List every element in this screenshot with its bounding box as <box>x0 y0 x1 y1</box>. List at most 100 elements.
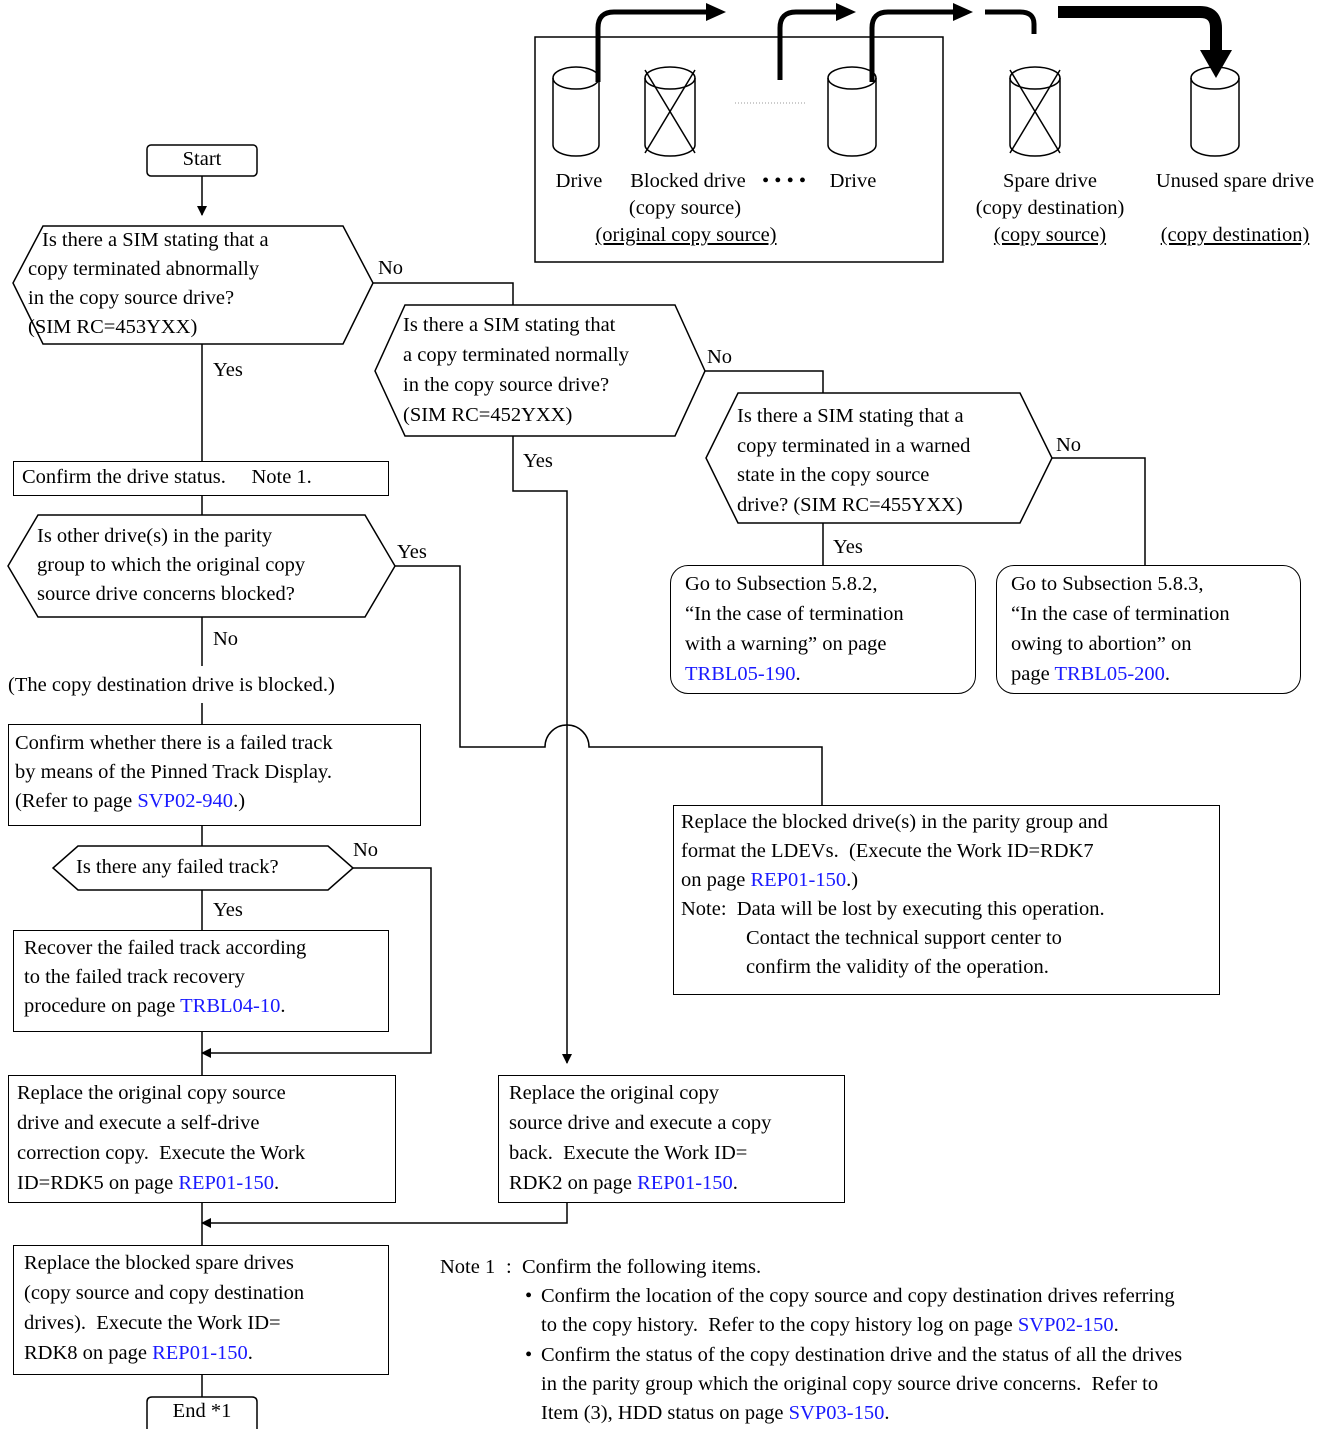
decision-text: group to which the original copy <box>37 554 306 576</box>
process-text-link-line: on page REP01-150.) <box>681 866 858 895</box>
note-text: in the parity group which the original c… <box>541 1373 1159 1395</box>
legend-original-copy-source-label: (original copy source) <box>595 224 777 246</box>
page-link[interactable]: SVP03-150 <box>788 1402 885 1424</box>
process-text: to the failed track recovery <box>24 966 245 988</box>
decision-text: copy terminated abnormally <box>28 258 260 280</box>
arrowhead-icon <box>706 3 726 21</box>
process-text: .) <box>233 790 246 812</box>
pinned-track-box: Confirm whether there is a failed track … <box>8 724 421 826</box>
process-text: procedure on page <box>24 995 181 1017</box>
legend-frame <box>534 36 944 263</box>
legend-spare-drive-label: Spare drive <box>1003 170 1097 192</box>
recover-track-box: Recover the failed track according to th… <box>13 930 389 1032</box>
unused-spare-drive-icon <box>1190 66 1240 157</box>
edge-label-yes: Yes <box>213 899 243 921</box>
arrowhead-icon <box>953 3 973 21</box>
process-text: drive and execute a self-drive <box>17 1112 260 1134</box>
start-label: Start <box>182 148 222 170</box>
decision-text: Is there a SIM stating that a <box>737 405 964 427</box>
replace-parity-group-box: Replace the blocked drive(s) in the pari… <box>673 805 1220 995</box>
decision-q4-shape <box>7 514 396 618</box>
process-text: source drive and execute a copy <box>509 1112 772 1134</box>
process-text: RDK8 on page <box>24 1342 153 1364</box>
process-text: . <box>1164 663 1171 685</box>
process-text: .) <box>846 869 859 891</box>
decision-text: (SIM RC=452YXX) <box>403 404 573 426</box>
end-label: End *1 <box>172 1400 232 1422</box>
decision-q2-shape <box>374 304 706 437</box>
decision-text: copy terminated in a warned <box>737 435 971 457</box>
process-text: “In the case of termination <box>1011 603 1230 625</box>
decision-text: state in the copy source <box>737 464 930 486</box>
process-text-link-line: RDK8 on page REP01-150. <box>24 1339 253 1368</box>
process-text-link-line: RDK2 on page REP01-150. <box>509 1169 738 1198</box>
legend-copy-destination-label: (copy destination) <box>1160 224 1310 246</box>
process-text: Confirm the drive status. Note 1. <box>22 466 312 488</box>
process-text: Confirm whether there is a failed track <box>15 732 333 754</box>
page-link[interactable]: TRBL05-200 <box>1054 663 1165 685</box>
process-text: (copy source and copy destination <box>24 1282 305 1304</box>
process-text-link-line: procedure on page TRBL04-10. <box>24 992 286 1021</box>
decision-text: (SIM RC=453YXX) <box>28 316 198 338</box>
process-text: owing to abortion” on <box>1011 633 1192 655</box>
decision-q3-shape <box>705 392 1053 524</box>
note-text: . <box>884 1402 890 1424</box>
page-link[interactable]: TRBL05-190 <box>685 663 796 685</box>
warning-note: Note: Data will be lost by executing thi… <box>681 898 1105 920</box>
process-text-link-line: ID=RDK5 on page REP01-150. <box>17 1169 279 1198</box>
process-text: Recover the failed track according <box>24 937 307 959</box>
process-text: on page <box>681 869 751 891</box>
replace-self-correction-box: Replace the original copy source drive a… <box>8 1075 396 1203</box>
process-text: . <box>732 1172 738 1194</box>
page-link[interactable]: TRBL04-10 <box>180 995 281 1017</box>
decision-text: a copy terminated normally <box>403 344 629 366</box>
copy-destination-blocked-note: (The copy destination drive is blocked.) <box>8 674 335 696</box>
page-link[interactable]: SVP02-150 <box>1017 1314 1114 1336</box>
page-link[interactable]: SVP02-940 <box>137 790 234 812</box>
process-text-link-line: page TRBL05-200. <box>1011 660 1170 689</box>
legend-copy-source-label: (copy source) <box>993 224 1107 246</box>
goto-subsection-582-box: Go to Subsection 5.8.2, “In the case of … <box>670 565 976 694</box>
legend-copy-source-label: (copy source) <box>628 197 742 219</box>
arrowhead-icon <box>1200 50 1232 78</box>
replace-copy-back-box: Replace the original copy source drive a… <box>498 1075 845 1203</box>
edge-label-no: No <box>353 839 379 861</box>
legend-drive-label: Drive <box>829 170 877 192</box>
page-link[interactable]: REP01-150 <box>637 1172 733 1194</box>
page-link[interactable]: REP01-150 <box>178 1172 274 1194</box>
warning-note: confirm the validity of the operation. <box>746 956 1049 978</box>
decision-text: Is other drive(s) in the parity <box>37 525 273 547</box>
note-text: to the copy history. Refer to the copy h… <box>541 1314 1018 1336</box>
page-link[interactable]: REP01-150 <box>152 1342 248 1364</box>
edge-label-yes: Yes <box>833 536 863 558</box>
edge-label-no: No <box>707 346 733 368</box>
decision-q5-shape <box>51 845 355 891</box>
note-text: Confirm the location of the copy source … <box>541 1285 1175 1307</box>
process-text: by means of the Pinned Track Display. <box>15 761 332 783</box>
note-text-link-line: Item (3), HDD status on page SVP03-150. <box>541 1399 889 1428</box>
page-link[interactable]: REP01-150 <box>750 869 847 891</box>
process-text: Replace the original copy source <box>17 1082 286 1104</box>
process-text: . <box>280 995 286 1017</box>
blocked-drive-icon <box>644 66 696 157</box>
process-text: page <box>1011 663 1055 685</box>
legend-ellipsis: • • • • <box>762 170 807 192</box>
process-text: Replace the blocked spare drives <box>24 1252 294 1274</box>
decision-text: in the copy source drive? <box>403 374 610 396</box>
note-head: Note 1 <box>440 1256 496 1278</box>
edge-label-yes: Yes <box>397 541 427 563</box>
note-text: . <box>1113 1314 1119 1336</box>
note-text: Confirm the status of the copy destinati… <box>541 1344 1183 1366</box>
connector-lines <box>197 176 1146 1397</box>
decision-text: source drive concerns blocked? <box>37 583 295 605</box>
legend-copy-destination-label: (copy destination) <box>975 197 1125 219</box>
note-intro: : Confirm the following items. <box>506 1256 762 1278</box>
legend-drive-label: Drive <box>555 170 603 192</box>
thick-copy-arrow <box>1058 6 1222 52</box>
process-text-link-line: TRBL05-190. <box>685 660 801 689</box>
process-text: back. Execute the Work ID= <box>509 1142 748 1164</box>
note-text: Item (3), HDD status on page <box>541 1402 789 1424</box>
drive-icon <box>552 66 600 157</box>
process-text: . <box>795 663 801 685</box>
